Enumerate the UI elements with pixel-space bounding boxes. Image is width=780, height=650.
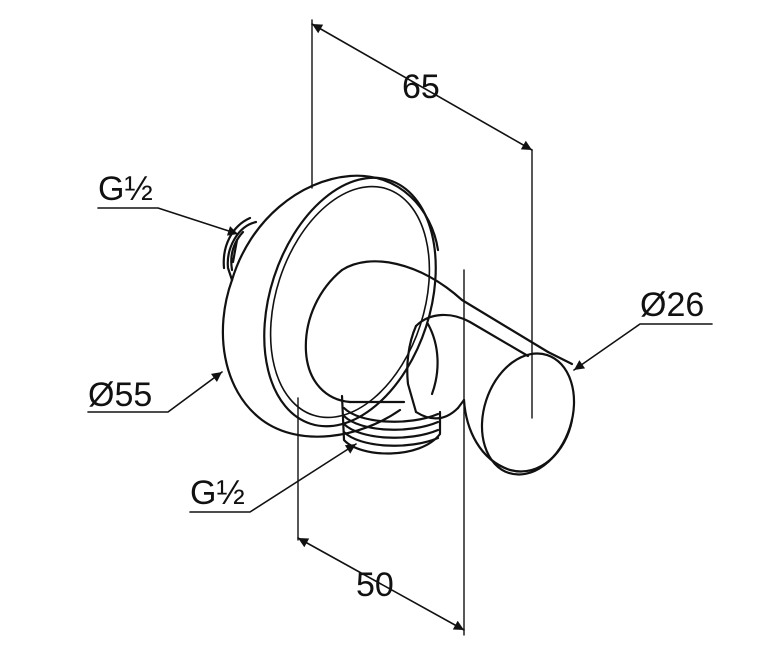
dimension-65-label: 65 [402,68,440,106]
thread-lower-label: G½ [190,474,245,512]
dimension-line-50 [297,537,465,631]
leader-thread-lower [189,443,357,513]
diameter-26-label: Ø26 [640,286,705,324]
lower-thread-outlet [340,394,442,455]
dimension-50-label: 50 [356,566,394,604]
wall-flange [221,174,440,438]
rear-thread-nipple [222,216,258,282]
thread-upper-label: G½ [98,170,153,208]
leader-diameter-55 [87,371,223,413]
holder-cylinder [462,350,576,476]
leader-thread-upper [97,207,239,236]
leader-diameter-26 [573,323,713,371]
dimension-line-65 [311,23,533,151]
diameter-55-label: Ø55 [88,376,153,414]
elbow-body [304,260,550,404]
leader-lines [87,207,713,513]
